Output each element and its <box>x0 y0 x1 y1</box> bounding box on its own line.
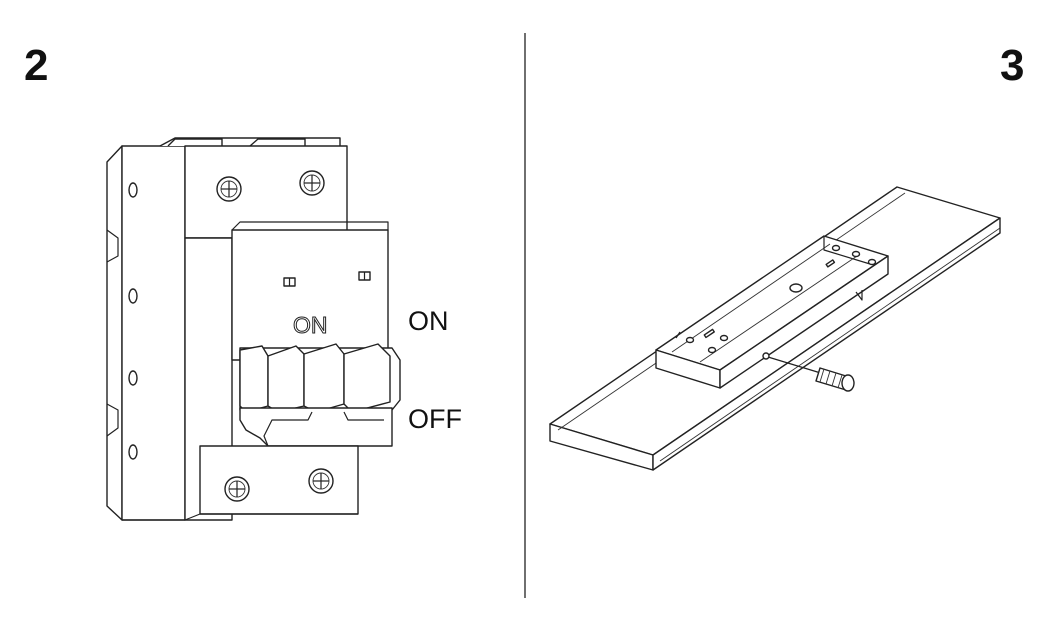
screw-icon <box>224 476 250 502</box>
toggle-lever-1 <box>239 345 269 413</box>
bracket-tab <box>855 290 863 301</box>
bracket-center-hole <box>789 283 803 293</box>
panel-step-2: 2 <box>24 41 462 521</box>
side-hole-2 <box>128 288 138 304</box>
terminal-slot-1 <box>167 138 223 147</box>
screw-icon <box>216 176 242 202</box>
on-position-label: ON <box>408 306 449 336</box>
panel-step-3: 3 <box>549 41 1024 471</box>
lower-terminal-face <box>199 445 359 515</box>
indicator-window-icon <box>283 277 296 287</box>
panel-side-face <box>652 217 1001 471</box>
upper-terminal-face <box>184 145 348 239</box>
off-position-label: OFF <box>408 404 462 434</box>
side-hole-3 <box>128 370 138 386</box>
toggle-lever-4 <box>343 343 391 413</box>
breaker-base-edge <box>122 513 358 521</box>
bracket-hole <box>831 244 841 252</box>
terminal-slot-2 <box>249 138 306 147</box>
side-hole-1 <box>128 182 138 198</box>
screw-head <box>762 352 770 360</box>
step-number-2: 2 <box>24 41 48 90</box>
bracket-hole <box>867 258 877 266</box>
toggle-lever-3 <box>303 343 345 413</box>
bracket-tab <box>675 331 681 339</box>
bracket-slot <box>703 328 715 339</box>
screwdriver-icon <box>762 352 855 392</box>
screwdriver-grip <box>819 368 843 389</box>
mounting-bracket-icon <box>655 235 889 389</box>
bracket-hole <box>719 334 729 342</box>
lever-lower-detail <box>263 411 384 447</box>
bracket-hole <box>851 250 861 258</box>
din-notch-lower <box>106 403 119 437</box>
din-notch-upper <box>106 229 119 263</box>
bracket-hole <box>707 346 717 354</box>
bracket-rear-lip <box>823 236 871 265</box>
bracket-slot <box>825 259 836 268</box>
breaker-side-face <box>121 145 186 521</box>
bracket-side-wall <box>719 255 889 389</box>
panel-side-groove <box>659 227 1001 462</box>
lever-lower-bar <box>239 407 393 447</box>
breaker-side-left <box>106 145 123 521</box>
bracket-hole <box>685 336 695 344</box>
side-hole-4 <box>128 444 138 460</box>
screw-icon <box>308 468 334 494</box>
middle-top-edge <box>231 221 389 231</box>
toggle-lever-2 <box>267 345 305 413</box>
screwdriver-handle-end <box>841 374 855 392</box>
step-number-3: 3 <box>1000 41 1024 90</box>
screwdriver-shaft <box>767 356 825 375</box>
circuit-breaker-icon: ON <box>106 137 401 521</box>
middle-front-face <box>231 229 389 361</box>
indicator-window-icon <box>358 271 371 281</box>
screw-icon <box>299 170 325 196</box>
breaker-embossed-on: ON <box>293 312 328 338</box>
bracket-recess <box>671 243 861 363</box>
